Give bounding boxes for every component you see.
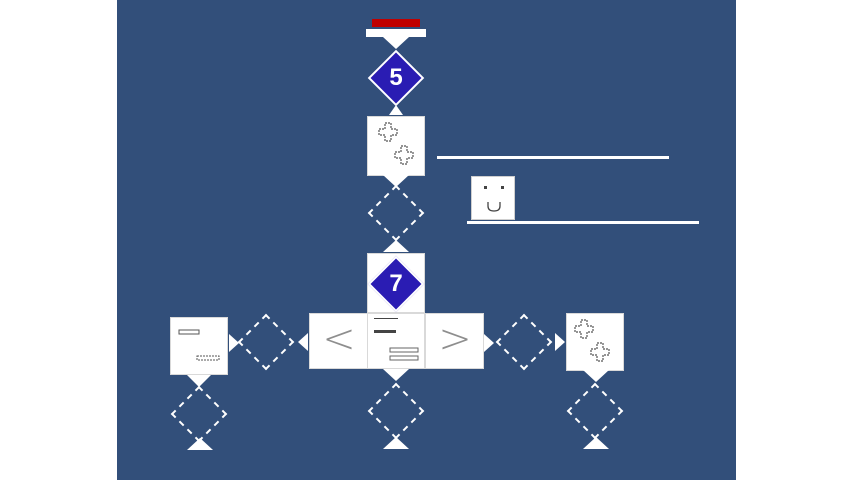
plus-pair-icon: [574, 319, 610, 362]
connector-arrow: [583, 370, 609, 382]
connector-arrow: [383, 240, 409, 252]
plus-tile-upper[interactable]: [367, 116, 425, 176]
face-icon[interactable]: [471, 176, 515, 220]
connector-arrow: [383, 437, 409, 449]
empty-slot-bottom-left[interactable]: [170, 385, 228, 443]
plus-tile-upper-pointer: [383, 175, 409, 187]
panel-line-top: [437, 156, 669, 159]
empty-slot-middle[interactable]: [367, 184, 425, 242]
panel-line-bottom: [467, 221, 699, 224]
empty-slot-left[interactable]: [237, 313, 295, 371]
connector-arrow: [383, 369, 409, 381]
number-node-top-label: 5: [389, 64, 403, 91]
lines-icon: [374, 318, 419, 361]
empty-slot-right[interactable]: [495, 313, 553, 371]
lines-tile-left[interactable]: [170, 317, 228, 375]
connector-arrow: [298, 333, 308, 351]
connector-arrow: [555, 333, 565, 351]
empty-slot-bottom-center[interactable]: [367, 382, 425, 440]
connector-arrow: [484, 334, 494, 352]
lines-icon: [178, 329, 220, 361]
number-node-middle[interactable]: 7: [367, 255, 425, 313]
start-bar-icon[interactable]: [372, 19, 420, 27]
left-arrow-glyph: <: [322, 316, 356, 362]
plus-tile-right[interactable]: [566, 313, 624, 371]
left-arrow-tile[interactable]: <: [309, 313, 368, 369]
connector-arrow: [187, 375, 211, 387]
empty-slot-bottom-right[interactable]: [566, 382, 624, 440]
lines-tile-center[interactable]: [367, 313, 425, 369]
connector-arrow: [187, 438, 213, 450]
start-plate: [366, 29, 426, 37]
right-arrow-glyph: >: [438, 316, 472, 362]
plus-pair-icon: [378, 122, 414, 165]
start-pointer: [383, 37, 409, 49]
connector-arrow: [389, 105, 403, 115]
number-node-middle-label: 7: [389, 270, 403, 297]
connector-arrow: [583, 437, 609, 449]
game-board: 5 7 <: [117, 0, 736, 480]
number-node-top[interactable]: 5: [367, 49, 425, 107]
right-arrow-tile[interactable]: >: [425, 313, 484, 369]
connector-arrow: [229, 334, 239, 352]
